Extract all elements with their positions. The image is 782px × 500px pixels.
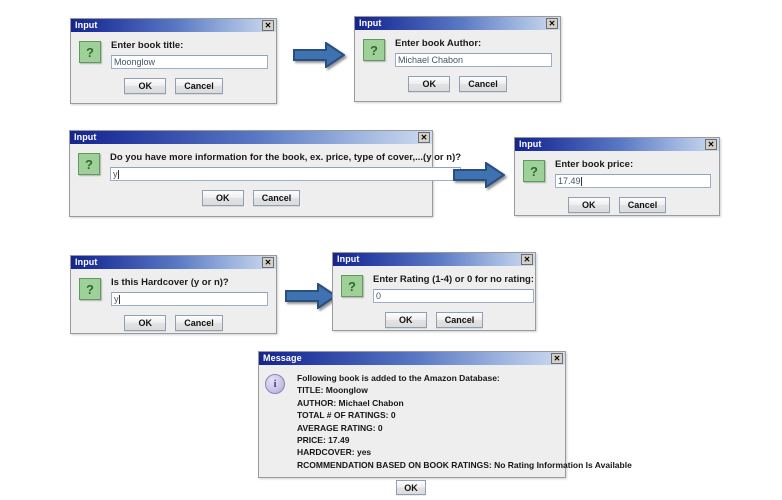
text-input[interactable]: 17.49 [555, 174, 711, 188]
ok-button[interactable]: OK [396, 480, 426, 496]
button-row: OK Cancel [523, 197, 711, 213]
arrow-hardcover-to-rating [285, 283, 337, 309]
question-icon: ? [363, 39, 385, 61]
text-caret [118, 294, 120, 304]
dialog-body: ? Enter Rating (1-4) or 0 for no rating:… [333, 266, 535, 334]
titlebar[interactable]: Input ✕ [70, 131, 432, 144]
dialog-body: ? Enter book Author: Michael Chabon OK C… [355, 30, 560, 98]
message-line-title: TITLE: Moonglow [297, 385, 368, 396]
titlebar[interactable]: Input ✕ [71, 256, 276, 269]
arrow-title-to-author [293, 42, 345, 68]
dialog-book-price[interactable]: Input ✕ ? Enter book price: 17.49 OK Can… [514, 137, 720, 216]
button-row: OK [265, 480, 557, 496]
dialog-more-information[interactable]: Input ✕ ? Do you have more information f… [69, 130, 462, 217]
message-line-author: AUTHOR: Michael Chabon [297, 397, 404, 408]
window-title: Input [337, 254, 360, 264]
window-title: Input [75, 257, 98, 267]
dialog-confirmation-message[interactable]: Message ✕ i Following book is added to t… [258, 351, 632, 496]
titlebar[interactable]: Input ✕ [333, 253, 535, 266]
dialog-book-author[interactable]: Input ✕ ? Enter book Author: Michael Cha… [354, 16, 561, 102]
button-row: OK Cancel [341, 312, 527, 328]
message-line-price: PRICE: 17.49 [297, 435, 350, 446]
dialog-body: ? Enter book title: Moonglow OK Cancel [71, 32, 276, 100]
close-icon[interactable]: ✕ [546, 18, 558, 29]
close-icon[interactable]: ✕ [262, 20, 274, 31]
text-input[interactable]: y [110, 167, 462, 181]
text-input[interactable]: Moonglow [111, 55, 268, 69]
prompt-label: Enter book Author: [395, 38, 482, 49]
prompt-label: Do you have more information for the boo… [110, 152, 462, 163]
arrow-moreinfo-to-price [453, 162, 505, 188]
window-title: Message [263, 353, 302, 363]
dialog-book-title[interactable]: Input ✕ ? Enter book title: Moonglow OK … [70, 18, 277, 104]
prompt-label: Enter book price: [555, 159, 634, 170]
button-row: OK Cancel [79, 78, 268, 94]
input-value: y [114, 294, 119, 304]
message-text: Following book is added to the Amazon Da… [297, 372, 632, 471]
dialog-body: ? Is this Hardcover (y or n)? y OK Cance… [71, 269, 276, 337]
message-line: Following book is added to the Amazon Da… [297, 373, 500, 383]
dialog-body: ? Do you have more information for the b… [70, 144, 462, 212]
input-value: 17.49 [558, 176, 581, 186]
button-row: OK Cancel [78, 190, 424, 206]
button-row: OK Cancel [79, 315, 268, 331]
info-icon: i [265, 374, 285, 394]
prompt-label: Enter Rating (1-4) or 0 for no rating: [373, 274, 534, 285]
question-icon: ? [79, 278, 101, 300]
close-icon[interactable]: ✕ [418, 132, 430, 143]
window-title: Input [74, 132, 97, 142]
window-title: Input [75, 20, 98, 30]
input-value: y [113, 169, 118, 179]
message-line-average-rating: AVERAGE RATING: 0 [297, 422, 383, 433]
ok-button[interactable]: OK [567, 197, 610, 213]
text-input[interactable]: y [111, 292, 268, 306]
prompt-label: Is this Hardcover (y or n)? [111, 277, 229, 288]
text-input[interactable]: 0 [373, 289, 534, 303]
ok-button[interactable]: OK [124, 78, 167, 94]
ok-button[interactable]: OK [201, 190, 244, 206]
dialog-body: i Following book is added to the Amazon … [259, 365, 632, 500]
button-row: OK Cancel [363, 76, 552, 92]
titlebar[interactable]: Message ✕ [259, 352, 565, 365]
ok-button[interactable]: OK [384, 312, 427, 328]
message-line-recommendation: RCOMMENDATION BASED ON BOOK RATINGS: No … [297, 459, 632, 470]
ok-button[interactable]: OK [124, 315, 167, 331]
dialog-body: ? Enter book price: 17.49 OK Cancel [515, 151, 719, 219]
close-icon[interactable]: ✕ [521, 254, 533, 265]
dialog-rating[interactable]: Input ✕ ? Enter Rating (1-4) or 0 for no… [332, 252, 536, 331]
cancel-button[interactable]: Cancel [459, 76, 507, 92]
message-line-total-ratings: TOTAL # OF RATINGS: 0 [297, 410, 396, 421]
window-title: Input [519, 139, 542, 149]
cancel-button[interactable]: Cancel [175, 78, 223, 94]
ok-button[interactable]: OK [408, 76, 451, 92]
prompt-label: Enter book title: [111, 40, 184, 51]
text-caret [580, 176, 582, 186]
titlebar[interactable]: Input ✕ [515, 138, 719, 151]
window-title: Input [359, 18, 382, 28]
dialog-hardcover[interactable]: Input ✕ ? Is this Hardcover (y or n)? y … [70, 255, 277, 334]
question-icon: ? [78, 153, 100, 175]
close-icon[interactable]: ✕ [705, 139, 717, 150]
text-caret [117, 169, 119, 179]
titlebar[interactable]: Input ✕ [71, 19, 276, 32]
input-value: Michael Chabon [398, 55, 464, 65]
cancel-button[interactable]: Cancel [435, 312, 484, 328]
message-line-hardcover: HARDCOVER: yes [297, 447, 372, 458]
input-value: Moonglow [114, 57, 156, 67]
titlebar[interactable]: Input ✕ [355, 17, 560, 30]
question-icon: ? [79, 41, 101, 63]
cancel-button[interactable]: Cancel [618, 197, 667, 213]
cancel-button[interactable]: Cancel [252, 190, 301, 206]
text-input[interactable]: Michael Chabon [395, 53, 552, 67]
input-value: 0 [376, 291, 382, 301]
close-icon[interactable]: ✕ [262, 257, 274, 268]
close-icon[interactable]: ✕ [551, 353, 563, 364]
question-icon: ? [341, 275, 363, 297]
cancel-button[interactable]: Cancel [175, 315, 223, 331]
question-icon: ? [523, 160, 545, 182]
